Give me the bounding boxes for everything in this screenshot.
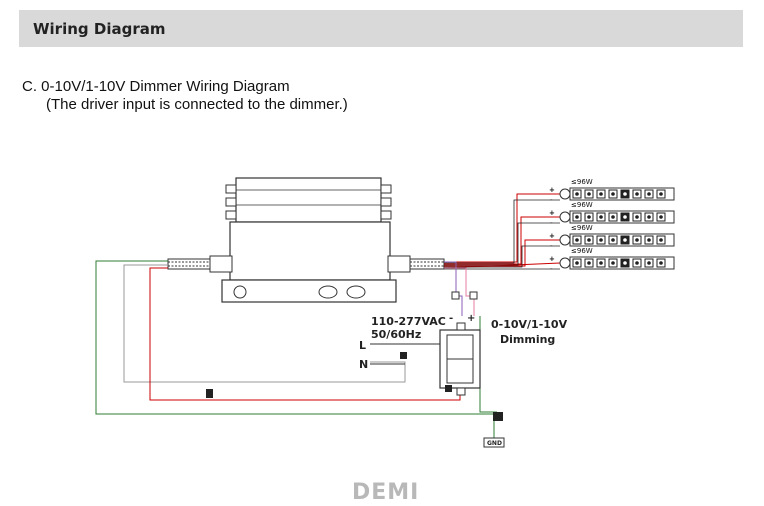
led-chip-dot xyxy=(575,192,579,196)
led-connector-icon xyxy=(559,234,571,246)
line-label: L xyxy=(359,339,366,352)
diagram-caption: C. 0-10V/1-10V Dimmer Wiring Diagram (Th… xyxy=(22,78,348,114)
header-bar: Wiring Diagram xyxy=(19,10,743,47)
led-chip-dot xyxy=(623,215,627,219)
led-chip-dot xyxy=(587,238,591,242)
led-chip-dot xyxy=(635,261,639,265)
led-strip: ≤96W + - xyxy=(549,201,675,227)
led-strip-group: ≤96W + - ≤96W + - ≤96W + - ≤96W + - xyxy=(549,178,675,273)
led-strip-minus-label: - xyxy=(550,219,553,227)
led-chip-dot xyxy=(623,261,627,265)
led-chip-dot xyxy=(599,215,603,219)
section-title: Wiring Diagram xyxy=(33,20,166,38)
neutral-label: N xyxy=(359,358,368,371)
led-strip-minus-label: - xyxy=(550,265,553,273)
led-chip-dot xyxy=(611,238,615,242)
led-strip: ≤96W + - xyxy=(549,247,675,273)
led-chip-dot xyxy=(599,261,603,265)
led-chip-dot xyxy=(575,238,579,242)
led-strip-wattage-label: ≤96W xyxy=(571,178,593,186)
led-chip-dot xyxy=(659,215,663,219)
led-strip: ≤96W + - xyxy=(549,178,675,204)
dimmer-label-2: Dimming xyxy=(500,333,555,346)
led-strip-plus-label: + xyxy=(549,209,555,217)
led-connector-icon xyxy=(559,211,571,223)
led-chip-dot xyxy=(647,192,651,196)
dimmer-label-1: 0-10V/1-10V xyxy=(491,318,568,331)
led-chip-dot xyxy=(611,215,615,219)
led-strip-wattage-label: ≤96W xyxy=(571,224,593,232)
led-chip-dot xyxy=(659,238,663,242)
led-strip-wattage-label: ≤96W xyxy=(571,201,593,209)
led-chip-dot xyxy=(659,192,663,196)
ground-label: GND xyxy=(487,440,502,447)
led-strip-plus-label: + xyxy=(549,186,555,194)
led-chip-dot xyxy=(575,215,579,219)
dimmer-switch xyxy=(206,322,481,398)
led-chip-dot xyxy=(611,192,615,196)
led-chip-dot xyxy=(623,192,627,196)
led-chip-dot xyxy=(635,192,639,196)
led-strip: ≤96W + - xyxy=(549,224,675,250)
led-chip-dot xyxy=(635,215,639,219)
led-chip-dot xyxy=(659,261,663,265)
led-chip-dot xyxy=(587,261,591,265)
dim-plus-label: + xyxy=(467,313,475,324)
led-chip-dot xyxy=(587,215,591,219)
led-chip-dot xyxy=(647,238,651,242)
led-chip-dot xyxy=(611,261,615,265)
led-chip-dot xyxy=(647,261,651,265)
led-chip-dot xyxy=(623,238,627,242)
dim-minus-label: - xyxy=(449,313,453,324)
ground-terminal xyxy=(483,412,505,448)
led-connector-icon xyxy=(559,257,571,269)
led-chip-dot xyxy=(599,238,603,242)
brand-watermark: DEMI xyxy=(352,480,420,505)
frequency-label: 50/60Hz xyxy=(371,328,421,341)
led-connector-icon xyxy=(559,188,571,200)
led-chip-dot xyxy=(635,238,639,242)
led-strip-plus-label: + xyxy=(549,255,555,263)
led-strip-minus-label: - xyxy=(550,242,553,250)
ac-input-wires xyxy=(95,260,497,415)
led-chip-dot xyxy=(587,192,591,196)
led-strip-wattage-label: ≤96W xyxy=(571,247,593,255)
caption-line-2: (The driver input is connected to the di… xyxy=(46,96,348,113)
led-chip-dot xyxy=(575,261,579,265)
led-strip-minus-label: - xyxy=(550,196,553,204)
input-voltage-label: 110-277VAC xyxy=(371,315,446,328)
led-chip-dot xyxy=(647,215,651,219)
led-strip-plus-label: + xyxy=(549,232,555,240)
led-driver xyxy=(167,177,445,303)
led-chip-dot xyxy=(599,192,603,196)
led-output-wires xyxy=(443,193,561,413)
caption-line-1: C. 0-10V/1-10V Dimmer Wiring Diagram xyxy=(22,78,290,95)
